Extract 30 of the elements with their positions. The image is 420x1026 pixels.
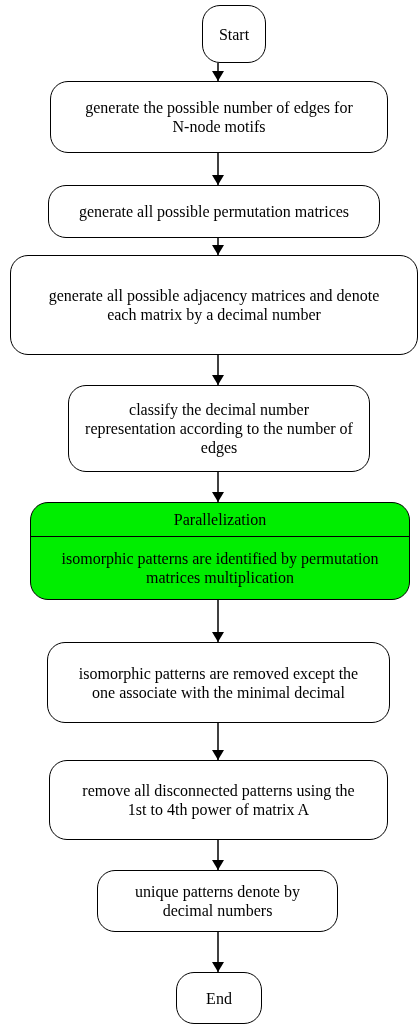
step-text: isomorphic patterns are identified by permutation matrices multiplication — [60, 549, 380, 587]
step-text: remove all disconnected patterns using the 1st to 4th power of matrix A — [81, 781, 356, 819]
arrow — [212, 931, 224, 973]
process-box — [47, 642, 390, 723]
box-heading: Parallelization — [173, 510, 267, 529]
process-box — [97, 870, 338, 932]
arrow — [212, 237, 224, 256]
step-text: unique patterns denote by decimal numbers — [134, 882, 301, 920]
arrow — [212, 599, 224, 643]
step-text: isomorphic patterns are removed except the one associate with the minimal decimal — [77, 663, 360, 702]
process-box — [49, 760, 388, 840]
step-text: End — [206, 988, 232, 1008]
arrow — [212, 62, 224, 82]
step-text: classify the decimal number representation according to the number of edges — [84, 400, 354, 457]
arrow — [212, 722, 224, 761]
step-text: generate the possible number of edges for N-node motifs — [84, 98, 354, 136]
highlighted-process-box — [30, 502, 410, 600]
arrow — [212, 354, 224, 386]
step-text: generate all possible permutation matrices — [78, 202, 350, 221]
process-box — [68, 385, 370, 472]
process-box — [50, 81, 388, 153]
step-text: generate all possible adjacency matrices and denote each matrix by a decimal number — [47, 286, 381, 324]
step-text: Start — [218, 24, 250, 44]
process-box — [202, 5, 266, 63]
arrow — [212, 152, 224, 186]
arrow — [212, 839, 224, 871]
process-box — [10, 255, 418, 355]
process-box — [48, 185, 380, 238]
process-box — [176, 972, 262, 1024]
arrow — [212, 471, 224, 503]
